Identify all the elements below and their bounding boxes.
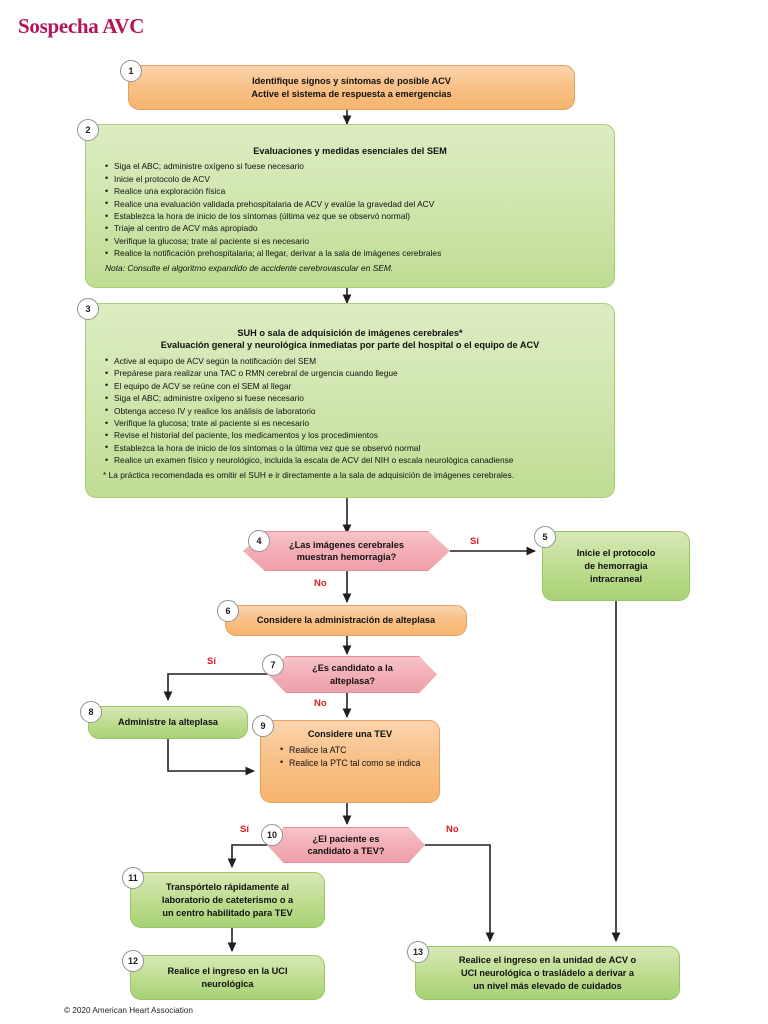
node-11-line-2: laboratorio de cateterismo o a xyxy=(161,894,294,905)
node-1-box[interactable]: Identifique signos y síntomas de posible… xyxy=(128,65,575,110)
node-5-line-2: de hemorragia xyxy=(584,560,648,571)
list-item: Realice la notificación prehospitalaria;… xyxy=(105,247,604,260)
node-5-line-3: intracraneal xyxy=(589,573,643,584)
node-7-line-2: alteplasa? xyxy=(330,675,375,686)
node-4-decision[interactable]: ¿Las imágenes cerebrales muestran hemorr… xyxy=(243,531,450,571)
node-5-text: Inicie el protocolo de hemorragia intrac… xyxy=(543,547,689,586)
node-12-text: Realice el ingreso en la UCI neurológica xyxy=(131,965,324,991)
edge-label-4-no: No xyxy=(314,578,327,589)
node-11-text: Transpórtelo rápidamente al laboratorio … xyxy=(131,881,324,920)
node-4-badge: 4 xyxy=(248,530,270,552)
node-5-box[interactable]: Inicie el protocolo de hemorragia intrac… xyxy=(542,531,690,601)
node-2-box[interactable]: Evaluaciones y medidas esenciales del SE… xyxy=(85,124,615,288)
node-1-text: Identifique signos y síntomas de posible… xyxy=(129,75,574,101)
list-item: Revise el historial del paciente, los me… xyxy=(105,429,604,442)
node-2-bullet-list: Siga el ABC; administre oxígeno si fuese… xyxy=(86,160,614,260)
node-13-line-1: Realice el ingreso en la unidad de ACV o xyxy=(458,954,637,965)
list-item: Obtenga acceso IV y realice los análisis… xyxy=(105,404,604,417)
node-6-badge: 6 xyxy=(217,600,239,622)
edge-label-10-no: No xyxy=(446,824,459,835)
node-3-heading: SUH o sala de adquisición de imágenes ce… xyxy=(86,320,614,355)
node-6-text: Considere la administración de alteplasa xyxy=(256,615,436,625)
node-13-badge: 13 xyxy=(407,941,429,963)
node-3-heading-line-1: SUH o sala de adquisición de imágenes ce… xyxy=(237,327,463,338)
edge-label-4-yes: Sí xyxy=(470,536,479,547)
node-12-line-1: Realice el ingreso en la UCI xyxy=(167,965,288,976)
node-10-badge: 10 xyxy=(261,824,283,846)
node-3-badge: 3 xyxy=(77,298,99,320)
node-7-line-1: ¿Es candidato a la xyxy=(312,663,393,674)
list-item: Active al equipo de ACV según la notific… xyxy=(105,354,604,367)
list-item: Triaje al centro de ACV más apropiado xyxy=(105,222,604,235)
node-7-decision[interactable]: ¿Es candidato a la alteplasa? xyxy=(268,656,437,693)
node-4-text: ¿Las imágenes cerebrales muestran hemorr… xyxy=(289,539,404,564)
node-8-box[interactable]: Administre la alteplasa xyxy=(88,706,248,739)
list-item: Verifique la glucosa; trate al paciente … xyxy=(105,416,604,429)
node-1-line-1: Identifique signos y síntomas de posible… xyxy=(252,75,451,86)
node-2-badge: 2 xyxy=(77,119,99,141)
node-12-box[interactable]: Realice el ingreso en la UCI neurológica xyxy=(130,955,325,1000)
edge-label-10-yes: Sí xyxy=(240,824,249,835)
node-9-badge: 9 xyxy=(252,715,274,737)
node-3-footnote: * La práctica recomendada es omitir el S… xyxy=(103,469,515,480)
list-item: Siga el ABC; administre oxígeno si fuese… xyxy=(105,160,604,173)
node-4-line-1: ¿Las imágenes cerebrales xyxy=(289,539,404,550)
list-item: Realice una evaluación validada prehospi… xyxy=(105,197,604,210)
list-item: El equipo de ACV se reúne con el SEM al … xyxy=(105,379,604,392)
list-item: Verifique la glucosa; trate al paciente … xyxy=(105,234,604,247)
list-item: Realice un examen físico y neurológico, … xyxy=(105,454,604,467)
list-item: Establezca la hora de inicio de los sínt… xyxy=(105,441,604,454)
node-11-line-3: un centro habilitado para TEV xyxy=(162,907,293,918)
node-13-box[interactable]: Realice el ingreso en la unidad de ACV o… xyxy=(415,946,680,1000)
node-10-text: ¿El paciente es candidato a TEV? xyxy=(307,833,384,858)
node-11-badge: 11 xyxy=(122,867,144,889)
node-2-note: Nota: Consulte el algoritmo expandido de… xyxy=(105,262,394,273)
node-9-box[interactable]: Considere una TEV Realice la ATC Realice… xyxy=(260,720,440,803)
node-2-heading: Evaluaciones y medidas esenciales del SE… xyxy=(253,145,447,156)
list-item: Inicie el protocolo de ACV xyxy=(105,172,604,185)
node-11-box[interactable]: Transpórtelo rápidamente al laboratorio … xyxy=(130,872,325,928)
copyright-notice: © 2020 American Heart Association xyxy=(64,1006,193,1015)
node-7-text: ¿Es candidato a la alteplasa? xyxy=(312,662,393,687)
node-10-line-1: ¿El paciente es xyxy=(312,833,380,844)
list-item: Establezca la hora de inicio de los sínt… xyxy=(105,210,604,223)
edge-label-7-yes: Sí xyxy=(207,656,216,667)
edge-label-7-no: No xyxy=(314,698,327,709)
page-title: Sospecha AVC xyxy=(18,14,145,38)
node-5-badge: 5 xyxy=(534,526,556,548)
node-1-line-2: Active el sistema de respuesta a emergen… xyxy=(251,88,452,99)
node-8-badge: 8 xyxy=(80,701,102,723)
node-9-bullet-list: Realice la ATC Realice la PTC tal como s… xyxy=(261,743,439,770)
list-item: Realice una exploración física xyxy=(105,185,604,198)
node-13-line-2: UCI neurológica o trasládelo a derivar a xyxy=(460,967,635,978)
node-9-heading: Considere una TEV xyxy=(307,729,393,739)
node-3-bullet-list: Active al equipo de ACV según la notific… xyxy=(86,354,614,467)
node-13-text: Realice el ingreso en la unidad de ACV o… xyxy=(416,954,679,993)
list-item: Siga el ABC; administre oxígeno si fuese… xyxy=(105,392,604,405)
list-item: Realice la PTC tal como se indica xyxy=(280,756,429,770)
node-10-decision[interactable]: ¿El paciente es candidato a TEV? xyxy=(267,827,425,863)
node-8-text: Administre la alteplasa xyxy=(117,717,219,727)
list-item: Realice la ATC xyxy=(280,743,429,757)
node-5-line-1: Inicie el protocolo xyxy=(576,547,656,558)
node-3-box[interactable]: SUH o sala de adquisición de imágenes ce… xyxy=(85,303,615,498)
node-12-badge: 12 xyxy=(122,950,144,972)
node-7-badge: 7 xyxy=(262,654,284,676)
node-12-line-2: neurológica xyxy=(201,978,254,989)
node-1-badge: 1 xyxy=(120,60,142,82)
node-13-line-3: un nivel más elevado de cuidados xyxy=(473,980,622,991)
node-3-heading-line-2: Evaluación general y neurológica inmedia… xyxy=(160,340,540,351)
node-11-line-1: Transpórtelo rápidamente al xyxy=(165,881,290,892)
list-item: Prepárese para realizar una TAC o RMN ce… xyxy=(105,367,604,380)
node-10-line-2: candidato a TEV? xyxy=(307,846,385,856)
node-4-line-2: muestran hemorragia? xyxy=(296,552,397,562)
node-6-box[interactable]: Considere la administración de alteplasa xyxy=(225,605,467,636)
